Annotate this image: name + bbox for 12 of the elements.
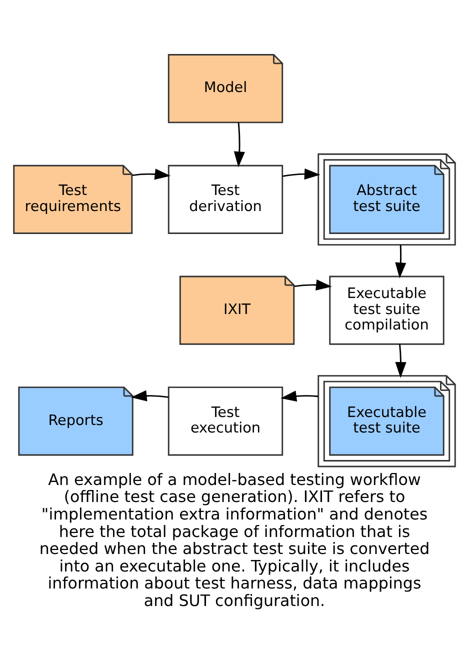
arrow <box>132 168 171 180</box>
arrow <box>282 168 320 180</box>
arrow <box>395 344 406 378</box>
arrow <box>294 279 332 291</box>
arrow <box>234 122 245 168</box>
arrow <box>395 244 406 278</box>
node-box: Test derivation <box>168 164 284 234</box>
node-box: Test execution <box>168 386 284 456</box>
arrow <box>130 390 169 402</box>
node-box: Executable test suite compilation <box>329 276 444 345</box>
caption: An example of a model-based testing workflow (offline test case generation). IXIT refers to "implementation extra information" and denotes here the total package of information that is needed when the abstract test suite is converted into an executable one. Typically, it includes information about test harness, data mappings and SUT configuration. <box>39 470 430 610</box>
arrow <box>280 390 318 402</box>
